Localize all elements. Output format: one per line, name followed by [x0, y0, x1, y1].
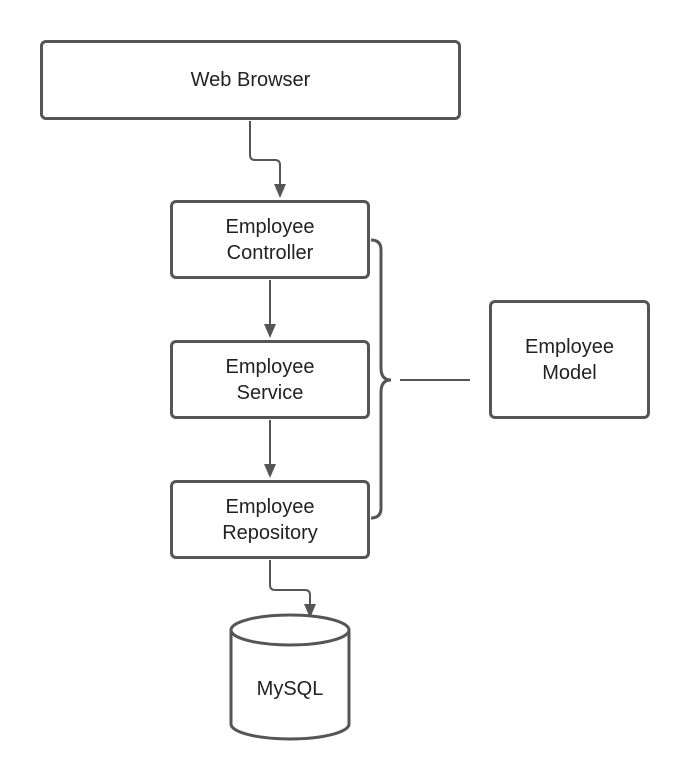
connector-repository-to-mysql	[269, 560, 311, 604]
employee-model-box: Employee Model	[489, 300, 650, 419]
employee-repository-label: Employee Repository	[222, 495, 318, 544]
arrowhead-mysql	[304, 604, 316, 618]
connector-browser-to-controller	[249, 121, 281, 184]
employee-controller-box: Employee Controller	[170, 200, 370, 279]
mysql-label: MySQL	[256, 678, 324, 700]
web-browser-label: Web Browser	[190, 69, 311, 91]
employee-model-label: Employee Model	[525, 335, 614, 384]
employee-repository-box: Employee Repository	[170, 480, 370, 559]
arrowhead-repository	[264, 464, 276, 478]
employee-service-box: Employee Service	[170, 340, 370, 419]
web-browser-box: Web Browser	[40, 40, 461, 120]
employee-controller-label: Employee Controller	[225, 215, 315, 264]
employee-service-label: Employee Service	[225, 355, 315, 404]
arrowhead-controller	[274, 184, 286, 198]
curly-brace	[370, 238, 392, 520]
arrowhead-service	[264, 324, 276, 338]
mysql-cylinder	[229, 613, 351, 741]
